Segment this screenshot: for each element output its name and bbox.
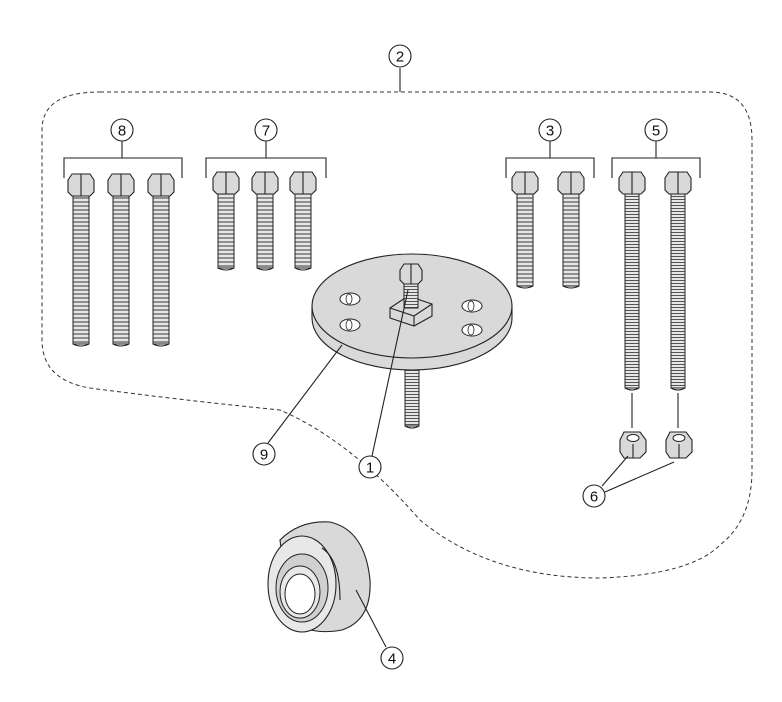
svg-text:8: 8: [118, 123, 126, 140]
callout-7: 7: [254, 118, 278, 142]
callout-5: 5: [644, 118, 668, 142]
svg-text:7: 7: [262, 123, 270, 140]
callout-6: 6: [582, 484, 606, 508]
leader-6: [601, 455, 675, 493]
leader-1: [371, 289, 409, 457]
bolt-group-3: [505, 141, 595, 289]
callout-1: 1: [358, 455, 382, 479]
bolt-5b: [664, 171, 692, 391]
bolt-8c: [147, 173, 175, 347]
leader-4: [355, 589, 387, 648]
bracket-7: [205, 141, 327, 178]
kit-boundary-dashed-outline: [41, 91, 753, 579]
svg-text:3: 3: [546, 123, 554, 140]
bolt-7c: [289, 171, 317, 271]
nut-6b: [665, 431, 693, 459]
callout-8: 8: [110, 118, 134, 142]
bolt-3a: [511, 171, 539, 289]
svg-text:5: 5: [652, 123, 660, 140]
bolt-group-5: [611, 141, 701, 428]
bolt-7b: [251, 171, 279, 271]
svg-text:2: 2: [396, 49, 404, 66]
bolt-8a: [67, 173, 95, 347]
callout-4: 4: [380, 646, 404, 670]
bolt-group-8: [63, 141, 183, 347]
svg-text:6: 6: [590, 489, 598, 506]
bracket-5: [611, 141, 701, 178]
bracket-3: [505, 141, 595, 178]
bolt-8b: [107, 173, 135, 347]
svg-text:4: 4: [388, 651, 396, 668]
bolt-7a: [212, 171, 240, 271]
center-bolt-1: [389, 263, 433, 327]
bolt-5a: [618, 171, 646, 391]
svg-text:9: 9: [260, 447, 268, 464]
bolt-3b: [557, 171, 585, 289]
leader-9: [267, 344, 343, 444]
callout-2: 2: [388, 44, 412, 68]
svg-text:1: 1: [366, 460, 374, 477]
nut-6a: [619, 431, 647, 459]
callout-3: 3: [538, 118, 562, 142]
bracket-8: [63, 141, 183, 178]
adapter-cup-4: [267, 521, 371, 633]
callout-9: 9: [252, 442, 276, 466]
bolt-group-7: [205, 141, 327, 271]
